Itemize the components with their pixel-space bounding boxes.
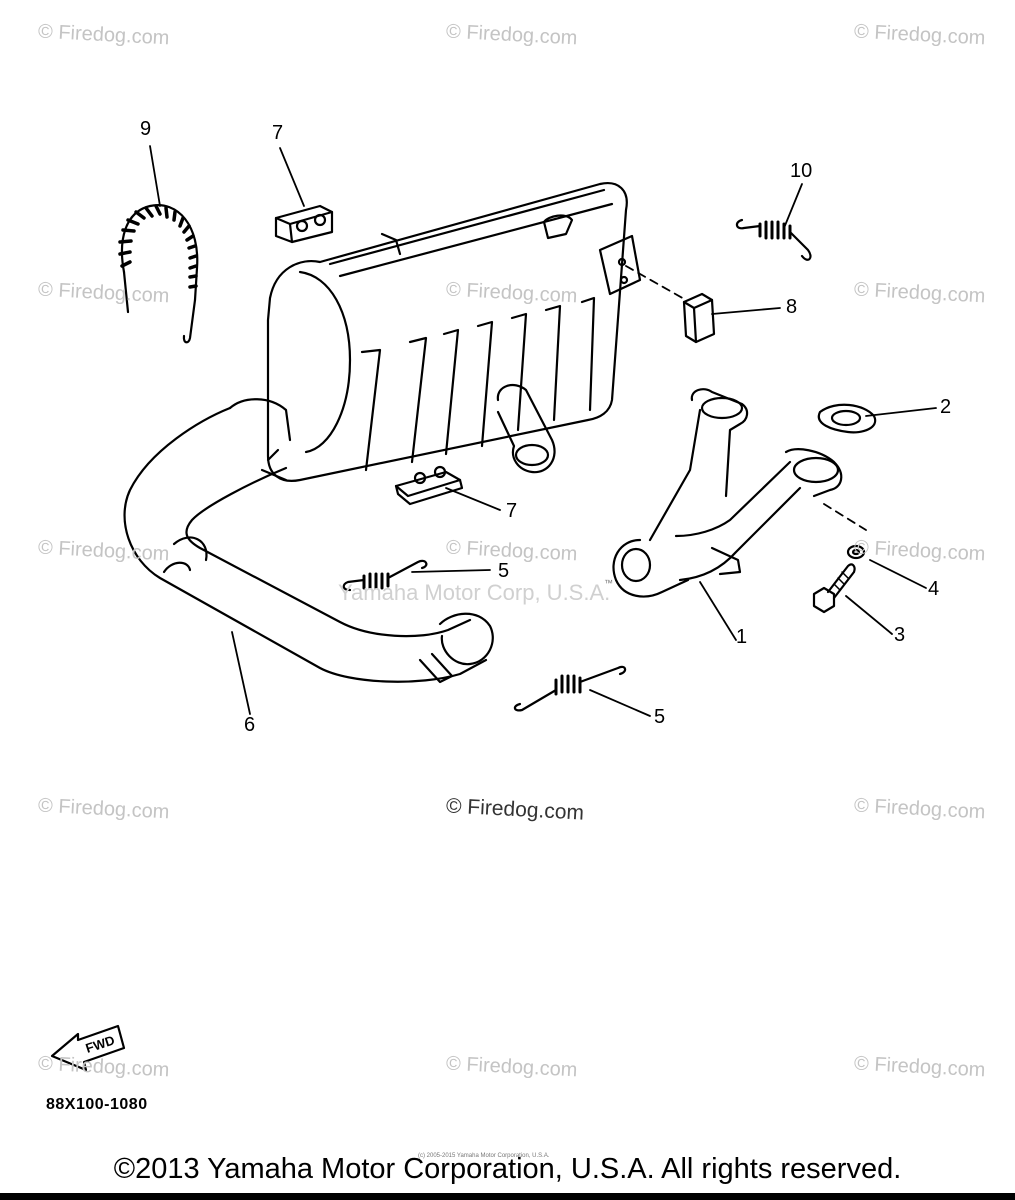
part-6-exhaust-pipe: [123, 398, 494, 684]
fwd-arrow-icon: FWD: [50, 1024, 126, 1072]
part-4-washer: [846, 544, 866, 560]
callout-5-upper: 5: [498, 560, 510, 582]
part-7-upper-damper: [274, 204, 334, 244]
part-2-gasket: [817, 403, 877, 434]
callout-1: 1: [736, 626, 748, 648]
callout-4: 4: [928, 578, 940, 600]
alignment-line-4: [823, 503, 867, 531]
small-copyright: (c) 2005-2015 Yamaha Motor Corporation, …: [418, 1153, 550, 1159]
part-3-bolt: [812, 563, 856, 614]
callout-7-upper: 7: [272, 122, 284, 144]
copyright-notice: ©2013 Yamaha Motor Corporation, U.S.A. A…: [113, 1153, 902, 1185]
callout-5-lower: 5: [654, 706, 666, 728]
part-9-spring: [118, 204, 199, 344]
part-10-spring: [735, 218, 812, 261]
callout-7-lower: 7: [506, 500, 518, 522]
callout-6: 6: [244, 714, 256, 736]
bottom-rule: [0, 1193, 1015, 1200]
callout-10: 10: [790, 160, 813, 182]
alignment-line-8: [625, 265, 687, 301]
yamaha-watermark: Yamaha Motor Corp, U.S.A.: [338, 580, 611, 605]
part-5-spring-lower: [513, 665, 627, 712]
diagram-code: 88X100-1080: [46, 1096, 148, 1113]
part-8-damper: [682, 292, 716, 344]
callout-2: 2: [940, 396, 952, 418]
part-5-spring-upper: [342, 559, 428, 592]
trademark-mark: ™: [604, 578, 613, 588]
muffler-body: [266, 182, 642, 482]
callout-9: 9: [140, 118, 152, 140]
callout-8: 8: [786, 296, 798, 318]
callout-3: 3: [894, 624, 906, 646]
leader-lines: [149, 145, 937, 717]
part-7-lower-damper: [394, 465, 464, 506]
part-1-header-pipe: [612, 388, 843, 598]
